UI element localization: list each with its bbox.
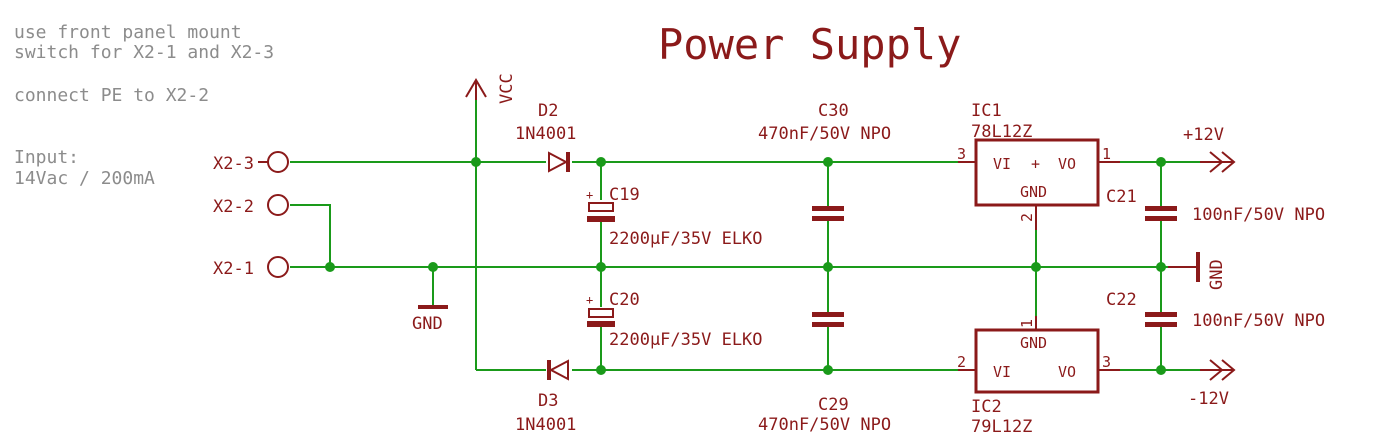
regulator-ic1 [958, 138, 1120, 230]
input-label: Input: [14, 147, 79, 168]
diode-d2 [548, 151, 570, 173]
ic2-pin-out: 3 [1102, 353, 1111, 371]
connector-x2-3: X2-3 [213, 151, 289, 174]
c20-value: 2200µF/35V ELKO [609, 330, 763, 350]
ic2-pin-in: 2 [957, 353, 966, 371]
d3-name: D3 [538, 391, 558, 411]
c19-name: C19 [609, 185, 640, 205]
c22-value: 100nF/50V NPO [1192, 311, 1325, 331]
d3-value: 1N4001 [515, 415, 576, 435]
ic2-gnd: GND [1020, 334, 1047, 352]
c30-value: 470nF/50V NPO [758, 124, 891, 144]
connector-x2-1: X2-1 [213, 256, 289, 279]
c29-name: C29 [818, 395, 849, 415]
ic1-vo: VO [1058, 155, 1076, 173]
vcc-arrow-icon [465, 78, 487, 100]
c21-value: 100nF/50V NPO [1192, 205, 1325, 225]
capacitor-c21 [1145, 206, 1177, 221]
capacitor-c29 [812, 312, 844, 327]
c30-name: C30 [818, 101, 849, 121]
ic2-value: 79L12Z [971, 417, 1032, 437]
output-neg-label: -12V [1188, 389, 1229, 409]
ic1-gnd: GND [1020, 183, 1047, 201]
gnd-right-label: GND [1207, 259, 1227, 290]
ic1-vi: VI [993, 155, 1011, 173]
ic2-vo: VO [1058, 363, 1076, 381]
connector-x2-2-label: X2-2 [213, 197, 254, 217]
c20-name: C20 [609, 290, 640, 310]
ic1-plus: + [1031, 155, 1040, 173]
d2-value: 1N4001 [515, 124, 576, 144]
vcc-label: VCC [497, 73, 517, 104]
note-line-3: connect PE to X2-2 [14, 85, 209, 106]
connector-x2-2: X2-2 [213, 194, 289, 217]
ic1-name: IC1 [971, 101, 1002, 121]
c20-plus: + [586, 293, 593, 307]
ground-right-icon [1168, 252, 1200, 282]
output-pos-arrow-icon [1200, 151, 1236, 173]
regulator-ic2 [958, 316, 1120, 394]
c29-value: 470nF/50V NPO [758, 415, 891, 435]
output-neg-arrow-icon [1200, 359, 1236, 381]
junctions [325, 157, 1166, 375]
c22-name: C22 [1106, 290, 1137, 310]
c19-value: 2200µF/35V ELKO [609, 229, 763, 249]
capacitor-c20 [587, 308, 615, 327]
wire-x2-2 [290, 204, 331, 267]
output-pos-label: +12V [1183, 125, 1224, 145]
connector-x2-3-label: X2-3 [213, 154, 254, 174]
connector-x2-1-label: X2-1 [213, 259, 254, 279]
ic1-value: 78L12Z [971, 122, 1032, 142]
c19-plus: + [586, 188, 593, 202]
input-value: 14Vac / 200mA [14, 168, 155, 189]
note-line-2: switch for X2-1 and X2-3 [14, 42, 274, 63]
capacitor-c22 [1145, 312, 1177, 327]
note-line-1: use front panel mount [14, 22, 242, 43]
ic1-pin-in: 3 [957, 145, 966, 163]
c21-name: C21 [1106, 187, 1137, 207]
ic2-name: IC2 [971, 397, 1002, 417]
ic1-pin-gnd: 2 [1018, 213, 1036, 222]
ic2-vi: VI [993, 363, 1011, 381]
ic2-pin-gnd: 1 [1018, 319, 1036, 328]
page-title: Power Supply [658, 20, 961, 69]
capacitor-c19 [587, 202, 615, 222]
diode-d3 [547, 359, 569, 381]
d2-name: D2 [538, 101, 558, 121]
gnd-left-label: GND [412, 314, 443, 334]
ic1-pin-out: 1 [1102, 145, 1111, 163]
capacitor-c30 [812, 206, 844, 221]
